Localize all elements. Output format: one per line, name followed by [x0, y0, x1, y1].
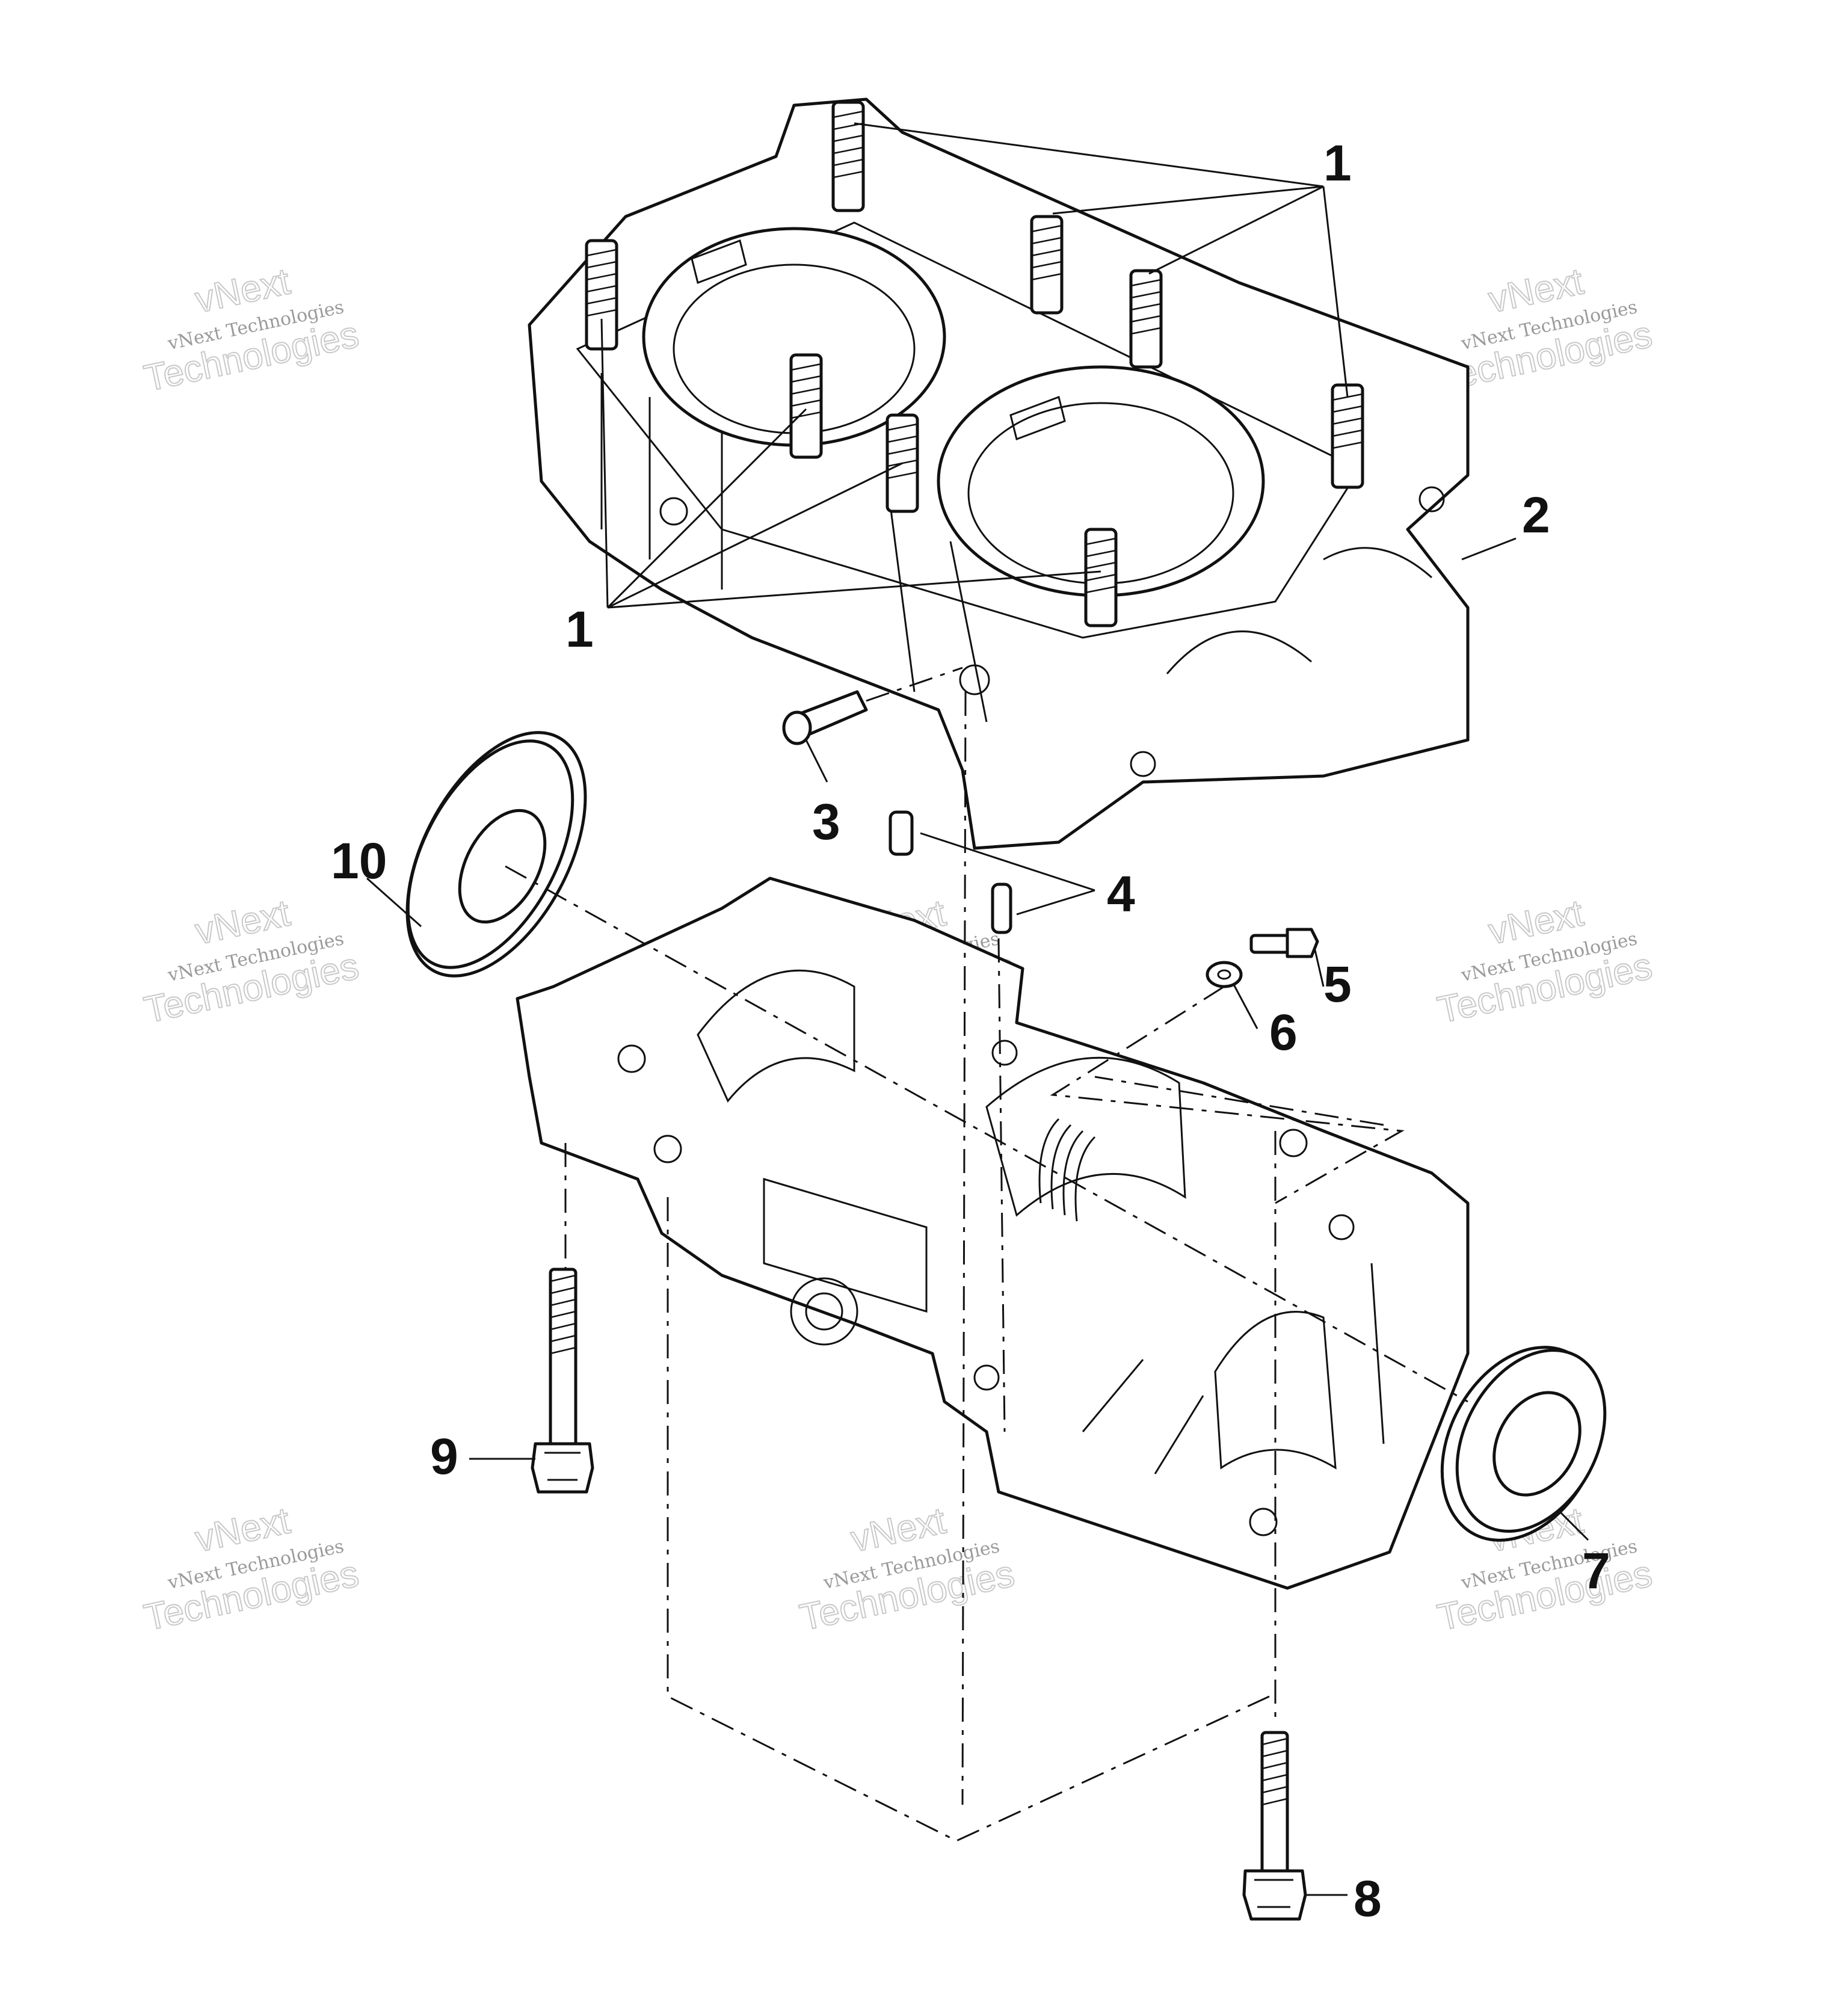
callout-7: 7 — [1582, 1542, 1610, 1599]
lower-bolt-hole-4 — [1279, 1129, 1308, 1157]
callout-3: 3 — [812, 793, 840, 850]
pin-part-3 — [782, 667, 963, 745]
callout-6: 6 — [1269, 1004, 1298, 1061]
lower-bolt-hole-5 — [1328, 1214, 1355, 1240]
washer-part-6 — [1206, 961, 1243, 988]
assembly-lines — [505, 691, 1468, 1842]
watermark-4: vNext vNext Technologies Technologies — [140, 892, 363, 1032]
lower-ribs — [1082, 1263, 1385, 1474]
callout-8: 8 — [1354, 1870, 1382, 1927]
oil-port — [790, 1277, 858, 1346]
upper-crankcase — [528, 97, 1470, 850]
callout-9: 9 — [430, 1428, 458, 1485]
upper-bolt-hole-3 — [1418, 486, 1445, 513]
lower-bolt-hole-3 — [991, 1040, 1018, 1066]
watermark-1: vNext vNext Technologies Technologies — [140, 260, 363, 400]
saddle-3 — [1214, 1311, 1337, 1470]
callouts: 1 1 2 3 4 5 6 7 8 9 10 — [331, 135, 1610, 1927]
seal-groove — [1038, 1118, 1096, 1222]
callout-5: 5 — [1323, 956, 1352, 1012]
upper-ribs — [600, 373, 988, 722]
callout-1-bottom: 1 — [565, 601, 594, 658]
watermark-8: vNext vNext Technologies Technologies — [796, 1499, 1018, 1639]
port-left — [691, 239, 747, 284]
callout-4: 4 — [1107, 866, 1135, 922]
upper-bearing-arc-2 — [1323, 547, 1432, 579]
seal-part-7 — [1440, 1346, 1607, 1542]
watermark-6: vNext vNext Technologies Technologies — [1434, 892, 1656, 1032]
bolt-part-9 — [531, 1268, 594, 1494]
bolt-part-8 — [1242, 1731, 1307, 1921]
lower-bolt-hole-7 — [1249, 1508, 1278, 1536]
watermark-7: vNext vNext Technologies Technologies — [140, 1499, 363, 1639]
lower-flange-front — [998, 1491, 1390, 1589]
seal-part-10 — [405, 731, 587, 978]
port-right — [1009, 396, 1066, 440]
dowels-part-4 — [889, 810, 1012, 934]
saddle-2 — [985, 1056, 1186, 1217]
screw-part-5 — [1249, 928, 1319, 958]
upper-bolt-hole-1 — [659, 497, 688, 526]
stud-2 — [1030, 215, 1064, 315]
studs — [585, 100, 1364, 627]
stud-8 — [1084, 528, 1118, 627]
lower-bolt-hole-2 — [653, 1135, 682, 1163]
pocket-left — [763, 1177, 928, 1313]
stud-7 — [1331, 383, 1364, 489]
callout-1-top: 1 — [1323, 135, 1352, 191]
stud-1 — [831, 100, 865, 212]
lower-bolt-hole-1 — [617, 1044, 646, 1073]
lower-crankcase — [516, 876, 1470, 1590]
oil-port-inner — [805, 1292, 843, 1331]
leader-lines — [366, 122, 1589, 1896]
stud-5 — [789, 353, 823, 459]
callout-2: 2 — [1522, 487, 1550, 543]
dowel-1 — [889, 810, 914, 856]
lower-bolt-hole-6 — [973, 1364, 1000, 1391]
dowel-2 — [991, 883, 1012, 934]
upper-bearing-arc-1 — [1166, 630, 1312, 674]
stud-3 — [1129, 269, 1163, 369]
callout-10: 10 — [331, 833, 387, 889]
upper-bolt-hole-4 — [1130, 751, 1156, 777]
saddle-1 — [697, 969, 855, 1103]
